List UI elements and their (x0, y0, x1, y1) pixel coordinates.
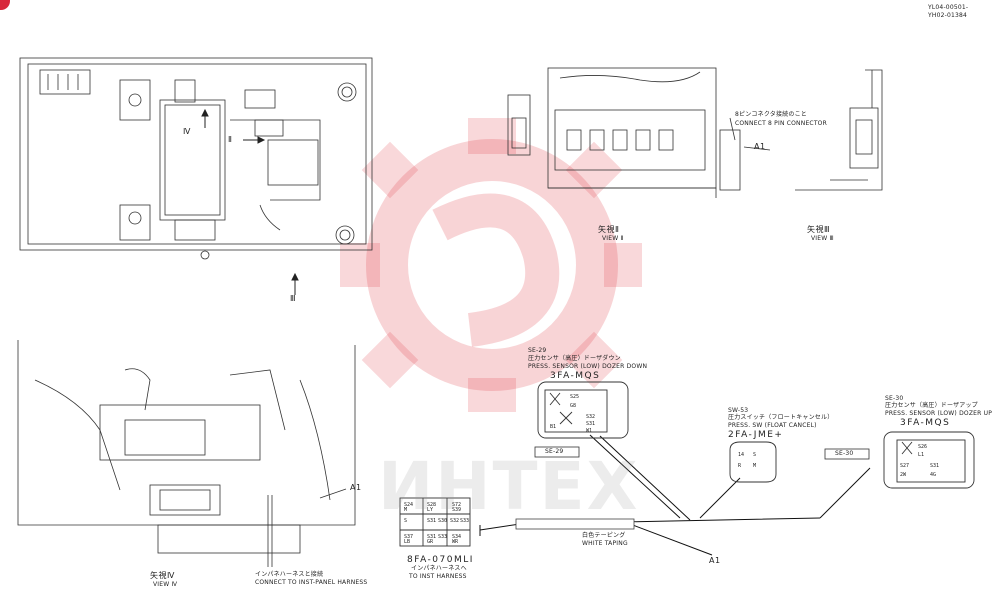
inst-panel-jp: インパネハーネスと接続 (255, 571, 324, 578)
inst-pin: M (404, 507, 408, 513)
view-arrow-iv (201, 108, 209, 128)
connect-8pin-jp: 8ピンコネクタ接続のこと (735, 111, 807, 118)
sensor-down-part: 3FA-MQS (550, 371, 601, 381)
view-ii-drawing (507, 67, 771, 198)
inst-pin: S31 (427, 534, 437, 540)
view-arrow-iii (291, 272, 299, 295)
sensor-up-pin: S31 (930, 463, 940, 469)
white-taping-band (515, 518, 635, 530)
inst-pin: S34 (452, 534, 462, 540)
press-sw-code: SW-53 (728, 407, 749, 414)
sensor-down-en: PRESS. SENSOR (LOW) DOZER DOWN (528, 363, 648, 370)
view-iv-title-jp: 矢視Ⅳ (150, 571, 175, 580)
sensor-down-pin: G8 (570, 403, 577, 409)
arrow-label-ii: Ⅱ (228, 135, 233, 144)
connector-sensor-down-body (537, 381, 629, 439)
sensor-down-pin: S32 (586, 414, 596, 420)
inst-pin: S33 (438, 534, 448, 540)
view-ii-title-en: VIEW Ⅱ (602, 235, 624, 242)
connect-8pin-en: CONNECT 8 PIN CONNECTOR (735, 120, 827, 127)
sensor-up-part: 3FA-MQS (900, 418, 951, 428)
view-iii-drawing (795, 69, 883, 191)
white-taping-jp: 白色テーピング (582, 532, 626, 539)
connector-press-sw-body (729, 441, 777, 483)
press-sw-pin: M (753, 463, 757, 469)
corner-badge (0, 0, 10, 10)
sensor-up-pin: L1 (918, 452, 925, 458)
inst-pin: LB (404, 539, 411, 545)
sensor-down-pin: B1 (550, 424, 557, 430)
view-ii-title-jp: 矢視Ⅱ (598, 225, 620, 234)
press-sw-pin: 14 (738, 452, 745, 458)
top-left-view-frame (19, 57, 373, 260)
doc-ref-line1: YL04-00501- (928, 4, 969, 11)
inst-pin: S24 (404, 502, 414, 508)
inst-pin: S31 (427, 518, 437, 524)
inst-en: TO INST HARNESS (409, 573, 467, 580)
callout-a1-bottom: A1 (709, 556, 721, 565)
view-iv-title-en: VIEW Ⅳ (153, 581, 178, 588)
sensor-up-pin: S26 (918, 444, 928, 450)
callout-a1-left: A1 (350, 483, 362, 492)
arrow-label-iii: Ⅲ (290, 294, 297, 303)
view-iii-title-jp: 矢視Ⅲ (807, 225, 831, 234)
harness-lines (479, 434, 871, 556)
sensor-down-pin: S25 (570, 394, 580, 400)
inst-pin: WR (452, 539, 459, 545)
connector-inst-body (399, 497, 471, 547)
view-iv-drawing (17, 340, 356, 567)
sensor-up-pin: 4G (930, 472, 937, 478)
inst-pin: LY (427, 507, 434, 513)
inst-pin: S28 (427, 502, 437, 508)
watermark-gear-logo (366, 139, 618, 391)
doc-ref-line2: YH02-01384 (928, 12, 968, 19)
press-sw-pin: S (753, 452, 757, 458)
inst-pin: S72 (452, 502, 462, 508)
press-sw-jp: 圧力スイッチ（フロートキャンセル） (728, 414, 834, 421)
watermark-text: ИНТЕХ (378, 448, 640, 525)
inst-pin: S33 (460, 518, 470, 524)
connector-sensor-up-body (883, 431, 975, 489)
inst-pin: S30 (438, 518, 448, 524)
sensor-down-pin: S31 (586, 421, 596, 427)
sensor-up-pin: 2W (900, 472, 907, 478)
inst-jp: インパネハーネスへ (411, 565, 467, 572)
arrow-label-iv: Ⅳ (183, 127, 191, 136)
press-sw-part: 2FA-JME+ (728, 430, 784, 440)
inst-pin: S39 (452, 507, 462, 513)
callout-a1-top: A1 (754, 142, 766, 151)
sensor-up-jp: 圧力センサ（高圧）ドーザアップ (885, 402, 978, 409)
view-arrow-ii (243, 136, 266, 144)
white-taping-en: WHITE TAPING (582, 540, 628, 547)
sensor-up-code: SE-30 (885, 395, 904, 402)
sensor-up-en: PRESS. SENSOR (LOW) DOZER UP (885, 410, 993, 417)
sensor-up-tag: SE-30 (835, 450, 854, 457)
inst-pin: S32 (450, 518, 460, 524)
connector-tags (534, 446, 870, 460)
inst-pin: GR (427, 539, 434, 545)
press-sw-pin: R (738, 463, 742, 469)
inst-pin: S (404, 518, 408, 524)
sensor-down-pin: W1 (586, 428, 593, 434)
inst-pin: S37 (404, 534, 414, 540)
view-iii-title-en: VIEW Ⅲ (811, 235, 834, 242)
press-sw-en: PRESS. SW (FLOAT CANCEL) (728, 422, 817, 429)
sensor-down-jp: 圧力センサ（高圧）ドーザダウン (528, 355, 621, 362)
sensor-down-code: SE-29 (528, 347, 547, 354)
sensor-up-pin: S27 (900, 463, 910, 469)
inst-panel-en: CONNECT TO INST-PANEL HARNESS (255, 579, 368, 586)
inst-part: 8FA-070MLI (407, 555, 474, 565)
sensor-down-tag: SE-29 (545, 448, 564, 455)
